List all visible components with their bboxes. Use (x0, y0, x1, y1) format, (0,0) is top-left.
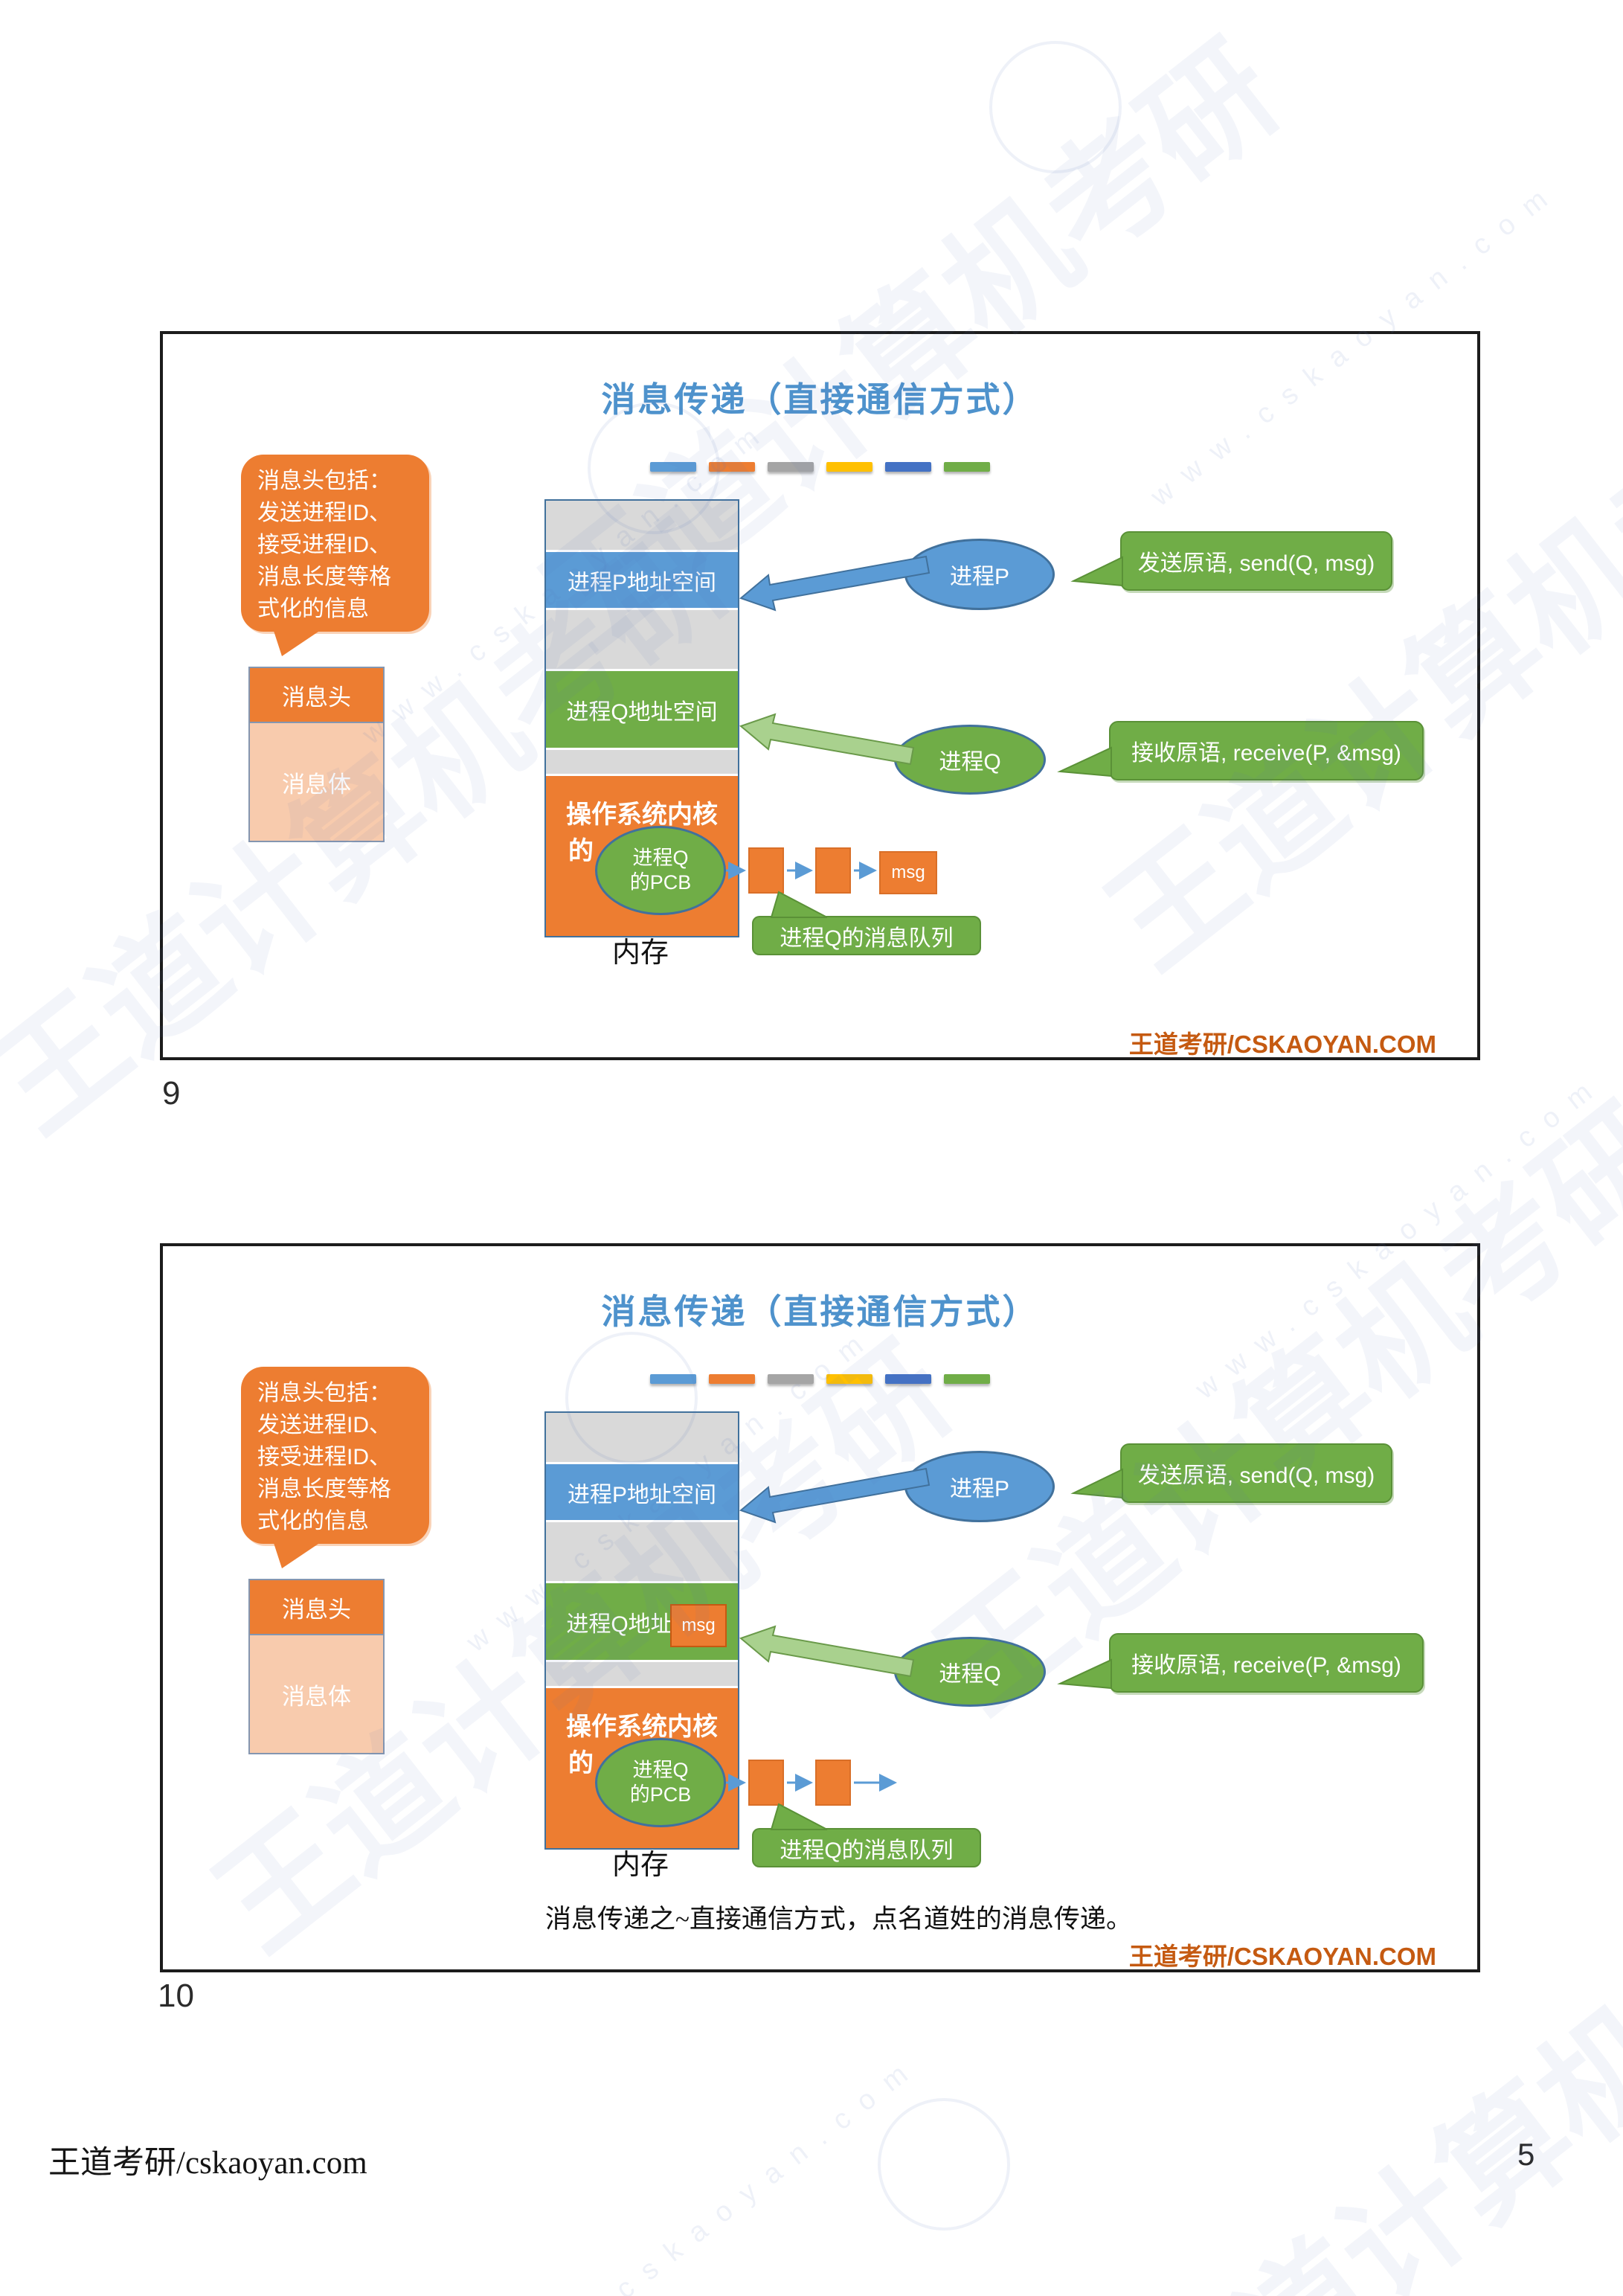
message-header-note-bubble: 消息头包括： 发送进程ID、 接受进程ID、 消息长度等格 式化的信息 (241, 1367, 429, 1544)
slide-number-9: 9 (162, 1075, 181, 1112)
bubble-line: 消息长度等格 (257, 565, 391, 589)
slide-brand: 王道考研/CSKAOYAN.COM (1128, 1943, 1436, 1970)
divider-bar-darkblue (885, 462, 931, 472)
bubble-line: 接受进程ID、 (257, 533, 391, 557)
slide-number-10: 10 (158, 1978, 194, 2014)
divider-bar-green (944, 462, 990, 472)
delivered-msg-box: msg (670, 1604, 727, 1647)
queue-node-box (815, 847, 851, 894)
send-block-arrow (739, 555, 931, 612)
bubble-line: 发送进程ID、 (257, 501, 391, 525)
process-q-address-space: 进程Q地址空间 (546, 671, 738, 748)
memory-free-segment (546, 610, 738, 669)
receive-primitive-bubble: 接收原语, receive(P, &msg) (1109, 721, 1424, 780)
send-bubble-tail (1070, 1468, 1123, 1499)
slide-caption: 消息传递之~直接通信方式，点名道姓的消息传递。 (545, 1905, 1132, 1934)
message-body-box: 消息体 (248, 1635, 385, 1754)
process-q-ellipse: 进程Q (894, 725, 1046, 795)
kernel-text-line: 的 (568, 1749, 594, 1777)
message-queue-callout: 进程Q的消息队列 (752, 1828, 981, 1867)
send-bubble-tail (1070, 556, 1123, 587)
send-primitive-bubble: 发送原语, send(Q, msg) (1120, 1443, 1392, 1503)
slide-title: 消息传递（直接通信方式） (601, 1292, 1039, 1331)
process-p-ellipse: 进程P (904, 1451, 1055, 1522)
watermark-logo-circle (989, 41, 1122, 173)
memory-label: 内存 (611, 1850, 669, 1881)
process-q-ellipse: 进程Q (894, 1637, 1046, 1707)
kernel-text-line: 的 (568, 837, 594, 865)
bubble-tail (273, 1541, 323, 1568)
memory-free-segment (546, 501, 738, 550)
receive-primitive-bubble: 接收原语, receive(P, &msg) (1109, 1633, 1424, 1693)
send-primitive-bubble: 发送原语, send(Q, msg) (1120, 531, 1392, 591)
divider-bar-green (944, 1374, 990, 1384)
queue-node-box (748, 847, 784, 894)
title-divider-bars (163, 1374, 1477, 1384)
pcb-line: 进程Q (632, 847, 689, 869)
divider-bar-orange (709, 1374, 755, 1384)
bubble-line: 消息长度等格 (257, 1477, 391, 1501)
process-p-address-space: 进程P地址空间 (546, 552, 738, 608)
divider-bar-blue (650, 462, 696, 472)
send-block-arrow (739, 1467, 931, 1524)
pcb-line: 进程Q (632, 1759, 689, 1781)
bubble-line: 消息头包括： (257, 469, 391, 493)
watermark-logo-circle (878, 2098, 1010, 2231)
bubble-line: 式化的信息 (257, 1509, 369, 1533)
kernel-text-line: 操作系统内核 (566, 1713, 718, 1741)
kernel-text-line: 操作系统内核 (566, 801, 718, 829)
queue-node-box (815, 1760, 851, 1806)
pcb-line: 的PCB (629, 871, 692, 894)
footer-brand: 王道考研/cskaoyan.com (48, 2146, 367, 2181)
receive-block-arrow (739, 713, 915, 766)
queue-callout-tail (770, 891, 828, 918)
bubble-line: 接受进程ID、 (257, 1445, 391, 1469)
message-head-box: 消息头 (248, 1579, 385, 1635)
divider-bar-gray (768, 462, 814, 472)
pcb-line: 的PCB (629, 1783, 692, 1806)
receive-bubble-tail (1057, 1658, 1112, 1690)
divider-bar-darkblue (885, 1374, 931, 1384)
memory-free-segment (546, 1413, 738, 1462)
message-header-note-bubble: 消息头包括： 发送进程ID、 接受进程ID、 消息长度等格 式化的信息 (241, 455, 429, 632)
watermark-url: www.cskaoyan.com (505, 2048, 927, 2296)
footer-page-number: 5 (1517, 2137, 1535, 2172)
queue-node-box (748, 1760, 784, 1806)
divider-bar-yellow (826, 462, 872, 472)
receive-bubble-tail (1057, 746, 1112, 777)
memory-free-segment (546, 1662, 738, 1686)
divider-bar-blue (650, 1374, 696, 1384)
memory-free-segment (546, 750, 738, 774)
slide-brand: 王道考研/CSKAOYAN.COM (1128, 1030, 1436, 1058)
queue-callout-tail (770, 1803, 828, 1830)
divider-bar-orange (709, 462, 755, 472)
divider-bar-yellow (826, 1374, 872, 1384)
slide-title: 消息传递（直接通信方式） (601, 380, 1039, 419)
process-q-pcb-ellipse: 进程Q 的PCB (595, 1738, 726, 1827)
divider-bar-gray (768, 1374, 814, 1384)
bubble-line: 式化的信息 (257, 597, 369, 621)
receive-block-arrow (739, 1625, 915, 1678)
message-head-box: 消息头 (248, 667, 385, 723)
queue-msg-box: msg (879, 851, 937, 894)
bubble-tail (273, 629, 323, 656)
memory-label: 内存 (611, 937, 669, 969)
process-p-ellipse: 进程P (904, 539, 1055, 610)
bubble-line: 消息头包括： (257, 1381, 391, 1405)
process-p-address-space: 进程P地址空间 (546, 1464, 738, 1520)
slide-9: 消息传递（直接通信方式） 消息头包括： 发送进程ID、 接受进程ID、 消息长度… (160, 331, 1480, 1060)
slide-10: 消息传递（直接通信方式） 消息头包括： 发送进程ID、 接受进程ID、 消息长度… (160, 1243, 1480, 1972)
process-q-pcb-ellipse: 进程Q 的PCB (595, 826, 726, 915)
message-queue-callout: 进程Q的消息队列 (752, 916, 981, 955)
message-body-box: 消息体 (248, 723, 385, 842)
memory-free-segment (546, 1522, 738, 1581)
bubble-line: 发送进程ID、 (257, 1413, 391, 1437)
title-divider-bars (163, 462, 1477, 472)
